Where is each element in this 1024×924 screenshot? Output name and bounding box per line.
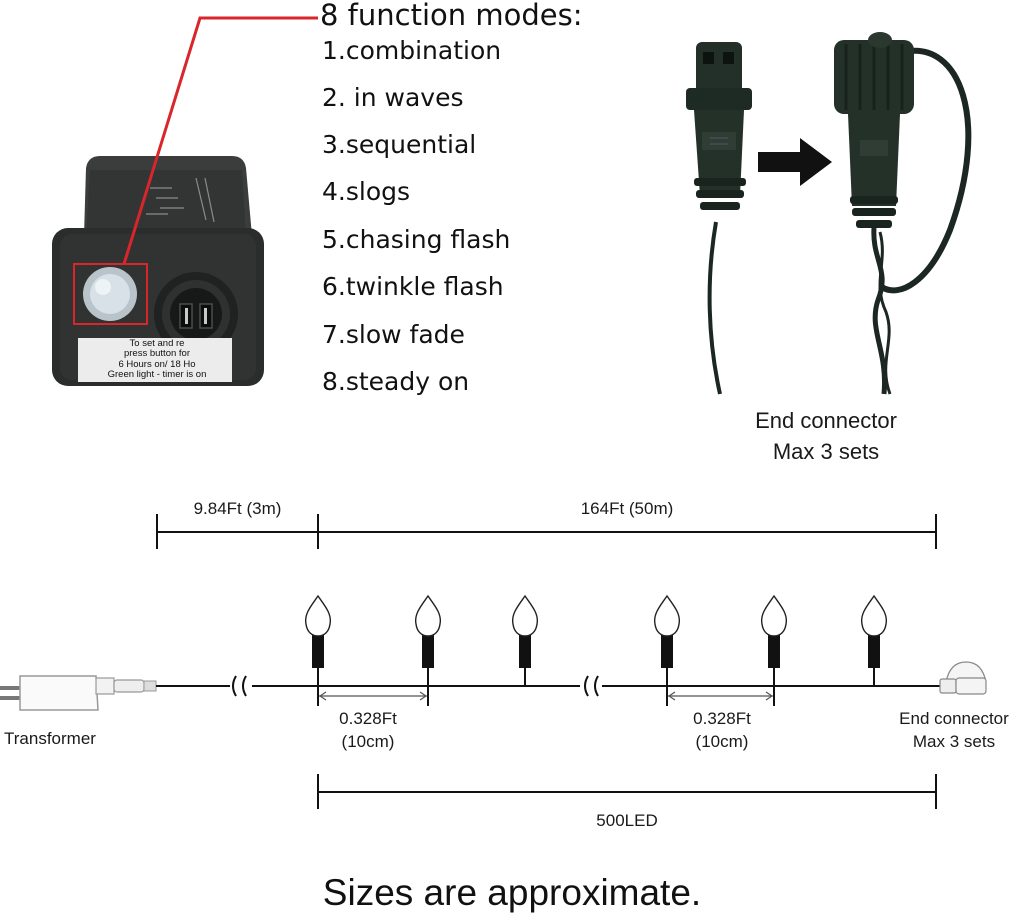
end-connector-label-line1: End connector <box>899 709 1009 728</box>
mode-item: 7.slow fade <box>322 320 465 349</box>
end-connector-label: End connector Max 3 sets <box>884 708 1024 754</box>
modes-title: 8 function modes: <box>320 0 583 32</box>
pointer-line <box>122 16 318 265</box>
spacing-arrows <box>318 691 774 701</box>
led-bulb <box>760 594 788 686</box>
controller-box <box>52 156 264 386</box>
bulb-row <box>304 594 888 686</box>
led-bulb <box>304 594 332 686</box>
transformer <box>0 675 157 711</box>
led-bulb <box>414 594 442 686</box>
instruction-sticker <box>78 338 232 382</box>
output-socket <box>154 272 238 356</box>
transformer-label: Transformer <box>4 729 96 748</box>
mode-item: 8.steady on <box>322 367 470 396</box>
button-highlight-box <box>73 263 148 325</box>
mode-item: 1.combination <box>322 36 502 65</box>
end-connector-label-line2: Max 3 sets <box>912 731 996 751</box>
end-connector-icon <box>939 661 987 695</box>
lead-length-label: 9.84Ft (3m) <box>193 499 282 518</box>
string-length-label: 164Ft (50m) <box>580 499 674 518</box>
mode-item: 2. in waves <box>322 83 464 112</box>
sticker-line: Green light - timer is on <box>107 369 207 381</box>
led-bulb <box>860 594 888 686</box>
spacing-value-metric: (10cm) <box>341 731 395 751</box>
led-count-label: 500LED <box>596 811 658 830</box>
spacing-value-metric: (10cm) <box>695 731 749 751</box>
spacing-ticks <box>317 668 775 706</box>
end-connector-caption: End connector Max 3 sets <box>722 406 930 468</box>
led-bulb <box>511 594 539 686</box>
spacing-value: 0.328Ft <box>693 709 751 728</box>
end-connector-photo <box>686 32 972 395</box>
main-wire <box>156 675 944 697</box>
mode-item: 6.twinkle flash <box>322 272 504 301</box>
mode-item: 3.sequential <box>322 130 477 159</box>
spacing-label-2: 0.328Ft (10cm) <box>667 708 777 754</box>
spacing-label-1: 0.328Ft (10cm) <box>313 708 423 754</box>
footer-note: Sizes are approximate. <box>322 872 702 913</box>
sticker-text: To set and re press button for 6 Hours o… <box>84 339 230 381</box>
end-connector-caption-line2: Max 3 sets <box>772 438 880 464</box>
mode-button <box>83 267 137 321</box>
sticker-line: press button for <box>123 348 190 360</box>
end-connector-caption-line1: End connector <box>755 408 897 433</box>
sticker-line: 6 Hours on/ 18 Ho <box>118 358 196 370</box>
mode-item: 4.slogs <box>322 177 411 206</box>
spacing-value: 0.328Ft <box>339 709 397 728</box>
dimension-lines <box>156 514 937 809</box>
sticker-line: To set and re <box>129 339 185 349</box>
mode-item: 5.chasing flash <box>322 225 511 254</box>
